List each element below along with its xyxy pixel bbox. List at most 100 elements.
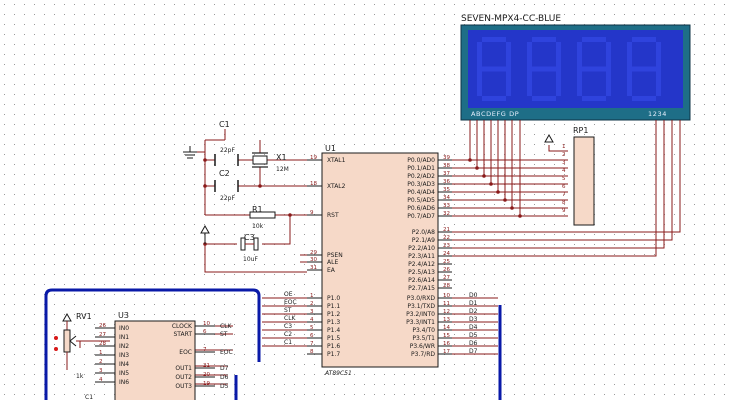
- u1-pin-name: P1.2: [327, 311, 340, 318]
- u1-pin-number: 11: [443, 301, 450, 307]
- display-segment: [532, 66, 556, 72]
- u1-pin-number: 13: [443, 317, 450, 323]
- u1-pin-number: 26: [443, 267, 450, 273]
- capacitor-c3[interactable]: C3 10uF: [240, 233, 259, 263]
- display-digit: [477, 37, 511, 101]
- u1-pin-name: P2.7/A15: [408, 285, 435, 292]
- u3-pin-name: IN3: [119, 352, 129, 359]
- u1-pin-name: P2.6/A14: [408, 277, 435, 284]
- rp1-pin-number: 9: [562, 208, 566, 214]
- u1-pin-number: 33: [443, 203, 450, 209]
- u1-pin-number: 24: [443, 251, 450, 257]
- bus-lines: [44, 288, 502, 400]
- display-segment: [606, 42, 611, 69]
- display-segment: [482, 66, 506, 72]
- display-title: SEVEN-MPX4-CC-BLUE: [461, 14, 561, 24]
- u1-pin-number: 3: [310, 309, 314, 315]
- u3-pin-name: IN6: [119, 379, 129, 386]
- rp1-power-arrow-icon: [544, 133, 554, 143]
- rp1-pin-number: 4: [562, 168, 566, 174]
- u1-pin-number: 35: [443, 187, 450, 193]
- u1-pin-number: 19: [310, 155, 317, 161]
- u1-pin-number: 8: [310, 349, 314, 355]
- c3-ref: C3: [244, 233, 255, 242]
- ground-symbol: [183, 146, 197, 159]
- display-segment: [556, 69, 561, 96]
- u1-pin-name: P1.5: [327, 335, 340, 342]
- u1-pin-name: P0.6/AD6: [407, 205, 435, 212]
- u1-pin-number: 6: [310, 333, 314, 339]
- u3-pin-name: OUT2: [175, 374, 192, 381]
- capacitor-c1[interactable]: C1 22pF: [205, 120, 239, 166]
- rv1-value: 1k: [76, 373, 84, 380]
- u1-pin-name: P1.4: [327, 327, 340, 334]
- u1-pin-number: 9: [310, 210, 314, 216]
- u1-ref: U1: [325, 144, 336, 153]
- u3-pin-name: IN2: [119, 343, 129, 350]
- u3-pin-number: 7: [203, 347, 207, 353]
- u1-pin-number: 17: [443, 349, 450, 355]
- u1-data-net-label: D6: [469, 340, 478, 347]
- u1-pin-name: P2.5/A13: [408, 269, 435, 276]
- u3-ref: U3: [118, 311, 129, 320]
- rp1-pin-number: 8: [562, 200, 566, 206]
- u3-bottom-label: C1: [85, 394, 93, 400]
- resistor-r1[interactable]: R1 10k: [249, 205, 276, 230]
- u1-net-label: OE: [284, 291, 293, 298]
- rp1-ref: RP1: [573, 126, 588, 135]
- u1-pin-name: P3.1/TXD: [407, 303, 435, 310]
- display-digit: [527, 37, 561, 101]
- u3-net-label: EOC: [220, 349, 233, 356]
- u1-pin-number: 27: [443, 275, 450, 281]
- display-segment: [632, 96, 656, 101]
- potentiometer-rv1[interactable]: RV1 1k: [54, 312, 92, 380]
- u1-net-label: C3: [284, 323, 292, 330]
- u3-pin-name: IN0: [119, 325, 129, 332]
- u3-pin-name: IN1: [119, 334, 129, 341]
- u1-pin-name: RST: [327, 212, 339, 219]
- u1-pin-number: 22: [443, 235, 450, 241]
- r1-ref: R1: [252, 205, 263, 214]
- rp1-pin-number: 2: [562, 152, 566, 158]
- u1-pin-number: 15: [443, 333, 450, 339]
- crystal-x1[interactable]: X1 12M: [252, 152, 289, 173]
- display-segment: [582, 96, 606, 101]
- display-segment: [632, 66, 656, 72]
- u1-pin-number: 32: [443, 211, 450, 217]
- display-digits-label: 1234: [648, 110, 667, 118]
- u1-data-net-label: D7: [469, 348, 478, 355]
- display-segment: [527, 42, 532, 69]
- u1-pin-name: P0.0/AD0: [407, 157, 435, 164]
- u1-pin-number: 21: [443, 227, 450, 233]
- display-segment: [627, 42, 632, 69]
- u3-pin-name: CLOCK: [172, 323, 193, 330]
- u1-pin-number: 1: [310, 293, 314, 299]
- u1-part: AT89C51: [324, 370, 352, 377]
- u1-data-net-label: D5: [469, 332, 478, 339]
- display-segment: [656, 69, 661, 96]
- u1-pin-name: EA: [327, 267, 336, 274]
- display-segment: [482, 96, 506, 101]
- display-segment: [532, 96, 556, 101]
- u1-pin-number: 37: [443, 171, 450, 177]
- rp1-pin-number: 7: [562, 192, 566, 198]
- u3-pin-number: 10: [203, 321, 210, 327]
- u1-pin-number: 14: [443, 325, 450, 331]
- x1-ref: X1: [276, 153, 287, 162]
- u1-body: [321, 152, 439, 368]
- u3-net-label: D6: [220, 374, 229, 381]
- display-segment: [582, 37, 606, 42]
- u1-pin-name: P0.7/AD7: [407, 213, 435, 220]
- u1-pin-name: P3.0/RXD: [407, 295, 435, 302]
- capacitor-c2[interactable]: C2 22pF: [214, 169, 239, 202]
- display-digits: [477, 37, 661, 101]
- seven-segment-display[interactable]: SEVEN-MPX4-CC-BLUE ABCDEFG DP 1234: [460, 14, 691, 121]
- c3-value: 10uF: [243, 256, 258, 263]
- display-segment: [577, 69, 582, 96]
- u3-net-label: ST: [220, 331, 228, 338]
- u3-pin-number: 28: [99, 341, 106, 347]
